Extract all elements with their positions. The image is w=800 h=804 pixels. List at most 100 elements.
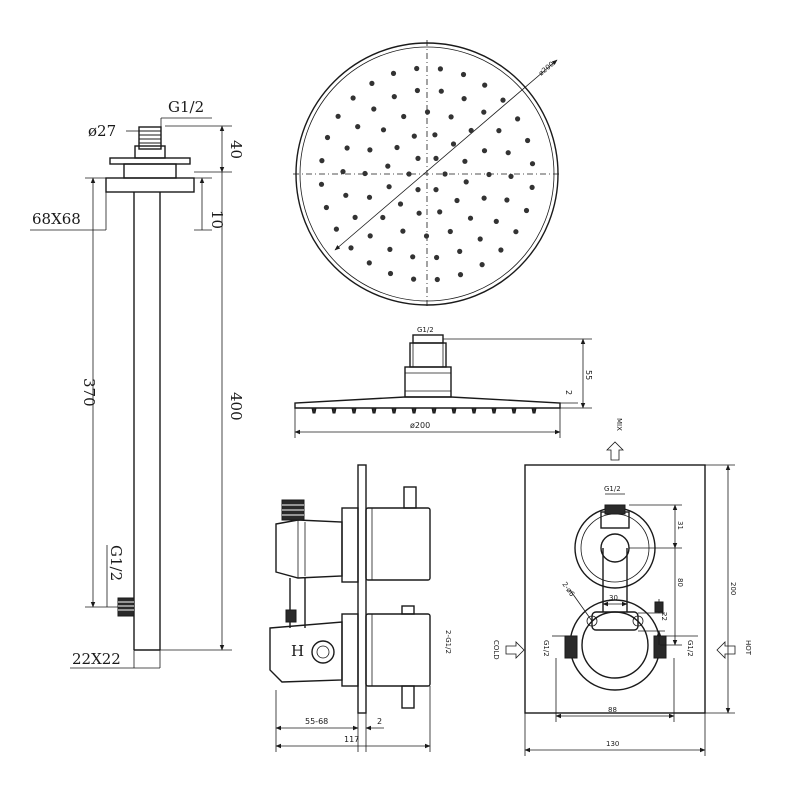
nozzle-hole [523,207,530,214]
head-side-diameter-label: ø200 [410,421,430,430]
nozzle-hole [335,113,341,119]
side-nozzle [531,407,537,414]
valve-front-hot-label: HOT [744,640,752,656]
nozzle-hole [340,169,346,175]
side-nozzle [451,407,457,414]
valve-front-dim-30: 30 [609,594,618,602]
nozzle-hole [454,197,460,204]
nozzle-hole [350,95,356,101]
nozzle-hole [486,171,492,178]
nozzle-hole [390,70,397,76]
valve-front-mix-label: MIX [615,418,623,431]
nozzle-hole [415,155,421,161]
nozzle-hole [515,116,521,122]
side-nozzle [431,407,437,414]
arm-dim-40: 40 [227,140,245,159]
side-nozzle [371,407,377,414]
arm-tube-size-label: 22X22 [72,650,121,668]
valve-front-thread-top: G1/2 [604,485,621,493]
ceiling-arm-drawing: G1/2 ø27 40 10 68X68 370 400 G1/2 22X2 [30,98,245,669]
nozzle-hole [414,87,420,94]
arm-flange-dia-label: ø27 [88,122,116,140]
valve-front-dim-88: 88 [608,706,617,714]
valve-side-outlet-thread: 2-G1/2 [444,630,452,654]
nozzle-hole [414,65,420,72]
nozzle-hole [504,197,510,203]
arm-dim-400: 400 [227,392,245,421]
nozzle-hole [496,128,502,134]
nozzle-hole [433,155,439,161]
nozzle-hole [411,276,417,282]
nozzle-hole [352,214,358,220]
shower-head-side-view: G1/2 55 2 ø200 [294,326,593,438]
nozzle-hole [348,245,354,251]
nozzle-hole [434,276,440,283]
valve-front-dim-130: 130 [606,740,619,748]
nozzle-hole [477,236,483,242]
nozzle-hole [481,195,487,201]
nozzle-hole [401,113,407,120]
nozzle-hole [447,228,453,235]
nozzle-hole [318,181,325,187]
head-side-dim-55: 55 [584,370,593,380]
nozzle-hole [462,158,468,164]
nozzle-hole [367,233,373,239]
nozzle-hole [468,127,474,134]
nozzle-hole [415,187,421,193]
nozzle-hole [463,179,469,185]
shower-head-top-view: ø200 [293,40,561,308]
valve-front-cold-label: COLD [492,640,500,660]
nozzle-hole [529,184,535,190]
valve-front-dim-200: 200 [729,582,737,595]
side-nozzles [311,407,537,414]
nozzle-hole [457,272,464,278]
nozzle-hole [394,144,400,151]
nozzle-hole [411,133,417,139]
arm-dim-10: 10 [208,210,226,229]
nozzle-hole [366,194,373,200]
valve-front-thread-left: G1/2 [542,640,550,657]
valve-front-dim-80: 80 [676,578,684,587]
nozzle-hole [371,106,377,112]
side-nozzle [471,407,477,414]
nozzle-hole [380,214,386,221]
nozzle-hole [450,141,457,147]
nozzle-hole [319,158,325,164]
nozzle-hole [416,210,422,216]
nozzle-hole [461,96,467,102]
nozzle-hole [343,192,349,198]
nozzle-hole [362,170,368,177]
head-side-dim-2: 2 [564,390,573,395]
nozzle-hole [387,270,394,277]
nozzle-hole [467,215,474,221]
nozzle-holes [318,65,536,283]
nozzle-hole [387,246,393,252]
valve-front-view: MIX COLD HOT G1/2 G1/2 G1/2 31 [492,418,752,756]
valve-front-dim-31: 31 [676,521,684,530]
nozzle-hole [481,148,488,154]
head-side-thread-label: G1/2 [417,326,434,334]
side-nozzle [491,407,497,414]
side-nozzle [351,407,357,414]
side-nozzle [311,407,317,414]
valve-side-dim-117: 117 [344,735,359,744]
valve-front-dim-22: 22 [660,612,668,621]
valve-front-thread-right: G1/2 [686,640,694,657]
nozzle-hole [424,109,431,115]
nozzle-hole [525,137,531,144]
nozzle-hole [505,150,511,156]
nozzle-hole [391,94,397,100]
nozzle-hole [481,109,487,115]
side-nozzle [391,407,397,414]
nozzle-hole [386,184,392,190]
nozzle-hole [513,229,519,235]
nozzle-hole [482,82,488,88]
nozzle-hole [437,209,443,215]
nozzle-hole [410,254,416,260]
nozzle-hole [380,127,387,133]
nozzle-hole [433,187,439,193]
nozzle-hole [385,163,391,169]
side-nozzle [411,407,417,414]
valve-side-h-mark: H [291,642,304,660]
